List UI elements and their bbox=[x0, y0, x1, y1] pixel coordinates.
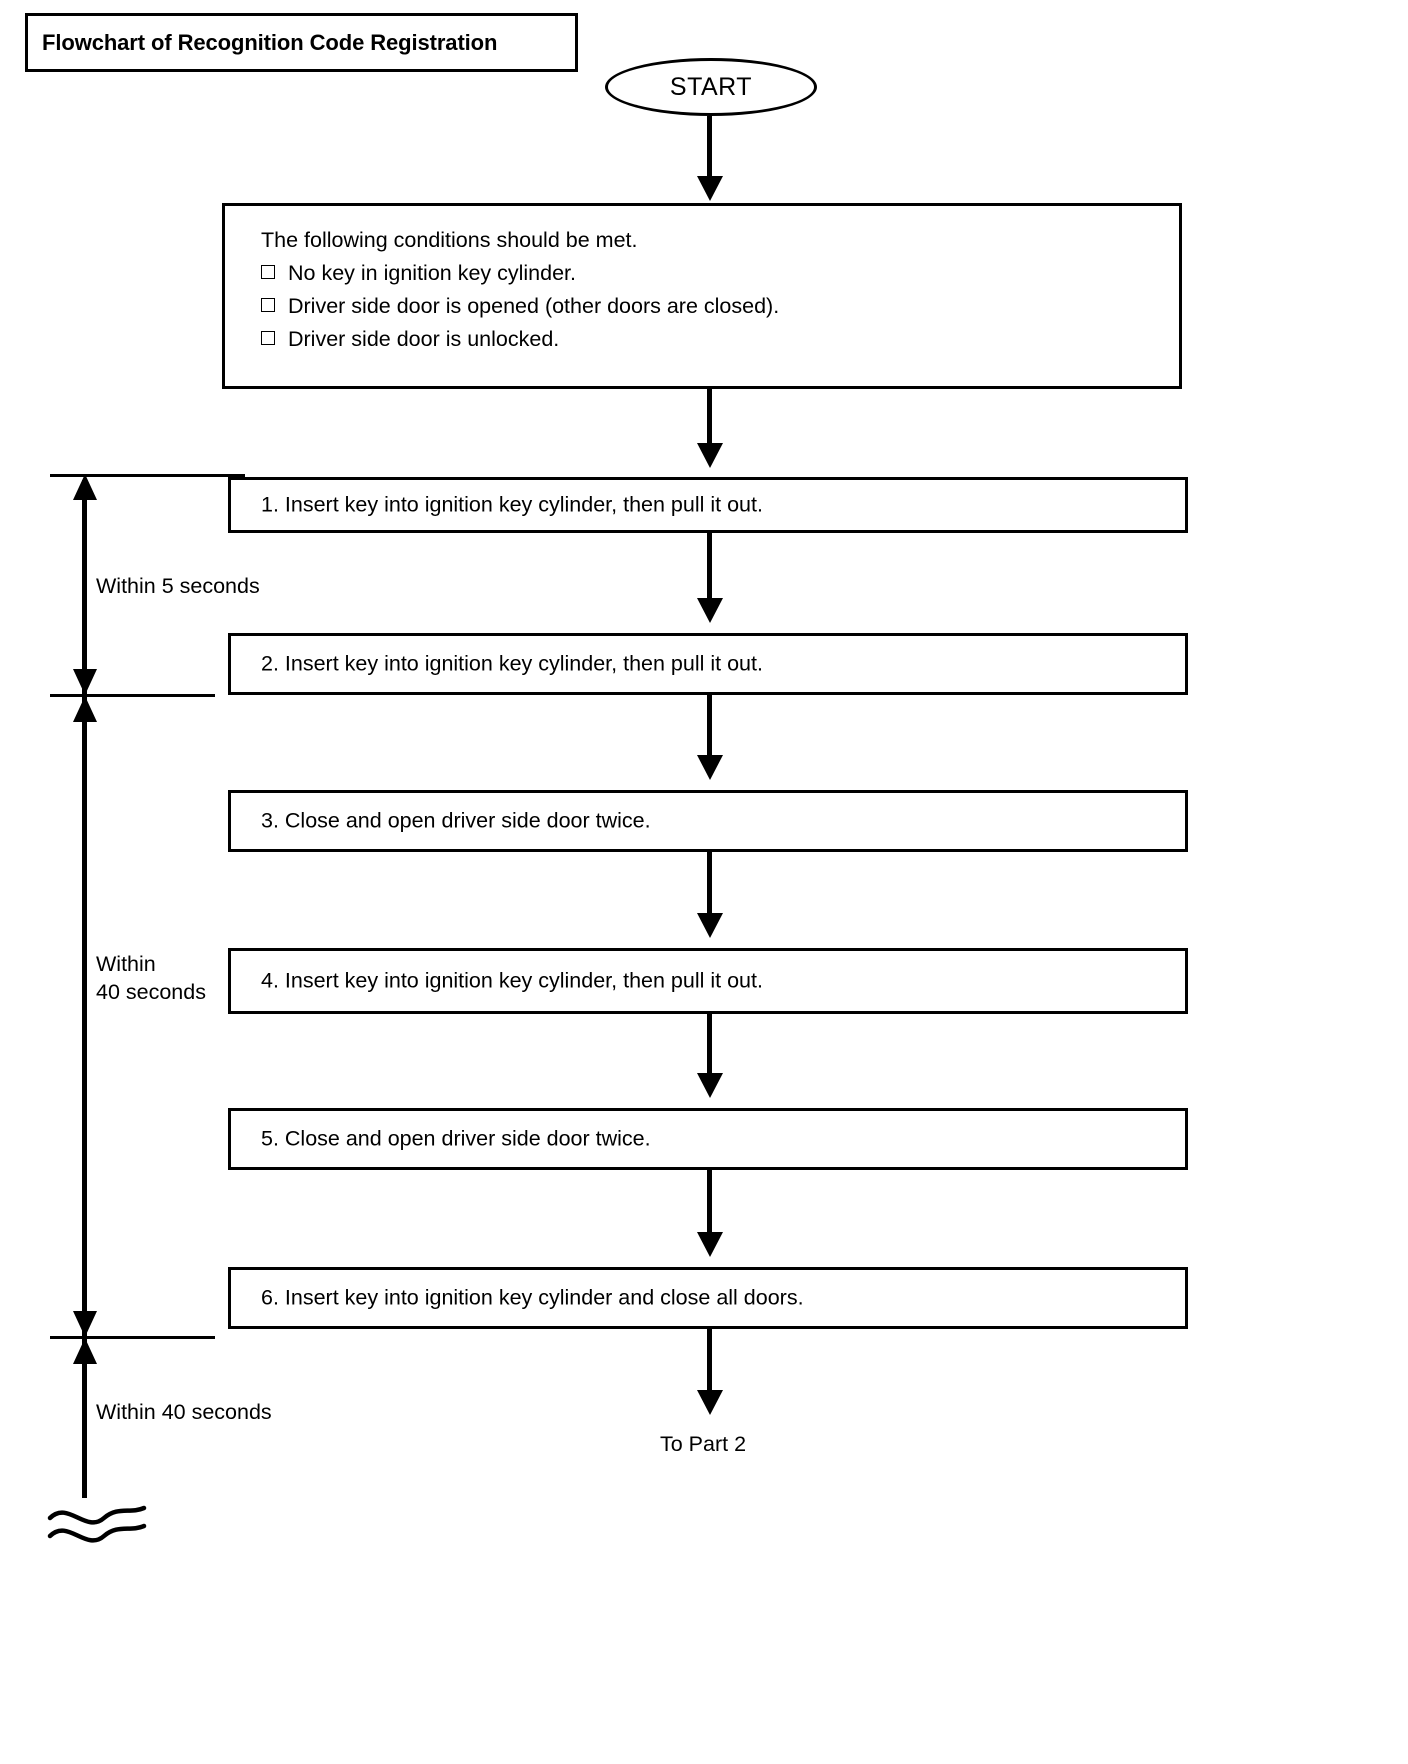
page-break-wave-icon bbox=[47, 1505, 147, 1543]
arrowhead-icon bbox=[697, 913, 723, 938]
condition-item-label: No key in ignition key cylinder. bbox=[288, 261, 577, 285]
arrowhead-up-icon bbox=[73, 696, 97, 722]
step-box-3: 3. Close and open driver side door twice… bbox=[228, 790, 1188, 852]
step-label: 3. Close and open driver side door twice… bbox=[261, 808, 651, 833]
arrowhead-icon bbox=[697, 598, 723, 623]
connector-start-to-conditions bbox=[707, 116, 712, 182]
timing-tick-bottom bbox=[50, 1336, 215, 1339]
timing-bracket-line bbox=[82, 480, 87, 1490]
step-box-1: 1. Insert key into ignition key cylinder… bbox=[228, 477, 1188, 533]
arrowhead-up-icon bbox=[73, 474, 97, 500]
checkbox-icon bbox=[261, 298, 275, 312]
condition-item-label: Driver side door is unlocked. bbox=[288, 327, 560, 351]
step-box-2: 2. Insert key into ignition key cylinder… bbox=[228, 633, 1188, 695]
connector-step4-to-step5 bbox=[707, 1014, 712, 1086]
title-box: Flowchart of Recognition Code Registrati… bbox=[25, 13, 578, 72]
timing-tick-middle bbox=[50, 694, 215, 697]
connector-step2-to-step3 bbox=[707, 695, 712, 767]
arrowhead-icon bbox=[697, 1390, 723, 1415]
checkbox-icon bbox=[261, 265, 275, 279]
arrowhead-icon bbox=[697, 755, 723, 780]
condition-item-1: No key in ignition key cylinder. bbox=[261, 261, 1179, 286]
timing-label-within-40-seconds-bottom: Within 40 seconds bbox=[96, 1400, 272, 1424]
connector-step1-to-step2 bbox=[707, 533, 712, 605]
timing-label-within-40-seconds: Within 40 seconds bbox=[96, 950, 206, 1007]
checkbox-icon bbox=[261, 331, 275, 345]
start-terminator: START bbox=[605, 58, 817, 116]
step-label: 5. Close and open driver side door twice… bbox=[261, 1126, 651, 1151]
condition-item-label: Driver side door is opened (other doors … bbox=[288, 294, 780, 318]
to-part-2-label: To Part 2 bbox=[660, 1432, 747, 1456]
start-label: START bbox=[669, 72, 753, 101]
conditions-heading: The following conditions should be met. bbox=[261, 228, 638, 252]
arrowhead-down-icon bbox=[73, 1311, 97, 1337]
condition-item-3: Driver side door is unlocked. bbox=[261, 327, 1179, 352]
step-label: 2. Insert key into ignition key cylinder… bbox=[261, 651, 763, 676]
connector-conditions-to-step1 bbox=[707, 389, 712, 451]
timing-bracket-tail bbox=[82, 1338, 87, 1498]
arrowhead-icon bbox=[697, 176, 723, 201]
connector-step3-to-step4 bbox=[707, 852, 712, 924]
arrowhead-icon bbox=[697, 1073, 723, 1098]
page-title: Flowchart of Recognition Code Registrati… bbox=[42, 29, 498, 55]
step-label: 1. Insert key into ignition key cylinder… bbox=[261, 492, 763, 517]
arrowhead-down-icon bbox=[73, 669, 97, 695]
arrowhead-icon bbox=[697, 443, 723, 468]
connector-step5-to-step6 bbox=[707, 1170, 712, 1242]
timing-label-within-5-seconds: Within 5 seconds bbox=[96, 574, 260, 598]
timing-label-line-1: Within bbox=[96, 952, 156, 976]
step-box-5: 5. Close and open driver side door twice… bbox=[228, 1108, 1188, 1170]
conditions-box: The following conditions should be met. … bbox=[222, 203, 1182, 389]
connector-step6-to-part2 bbox=[707, 1329, 712, 1401]
condition-item-2: Driver side door is opened (other doors … bbox=[261, 294, 1179, 319]
step-box-4: 4. Insert key into ignition key cylinder… bbox=[228, 948, 1188, 1014]
timing-label-line-2: 40 seconds bbox=[96, 980, 206, 1005]
timing-tick-top bbox=[50, 474, 245, 477]
arrowhead-icon bbox=[697, 1232, 723, 1257]
step-label: 6. Insert key into ignition key cylinder… bbox=[261, 1285, 804, 1310]
step-label: 4. Insert key into ignition key cylinder… bbox=[261, 968, 763, 993]
step-box-6: 6. Insert key into ignition key cylinder… bbox=[228, 1267, 1188, 1329]
